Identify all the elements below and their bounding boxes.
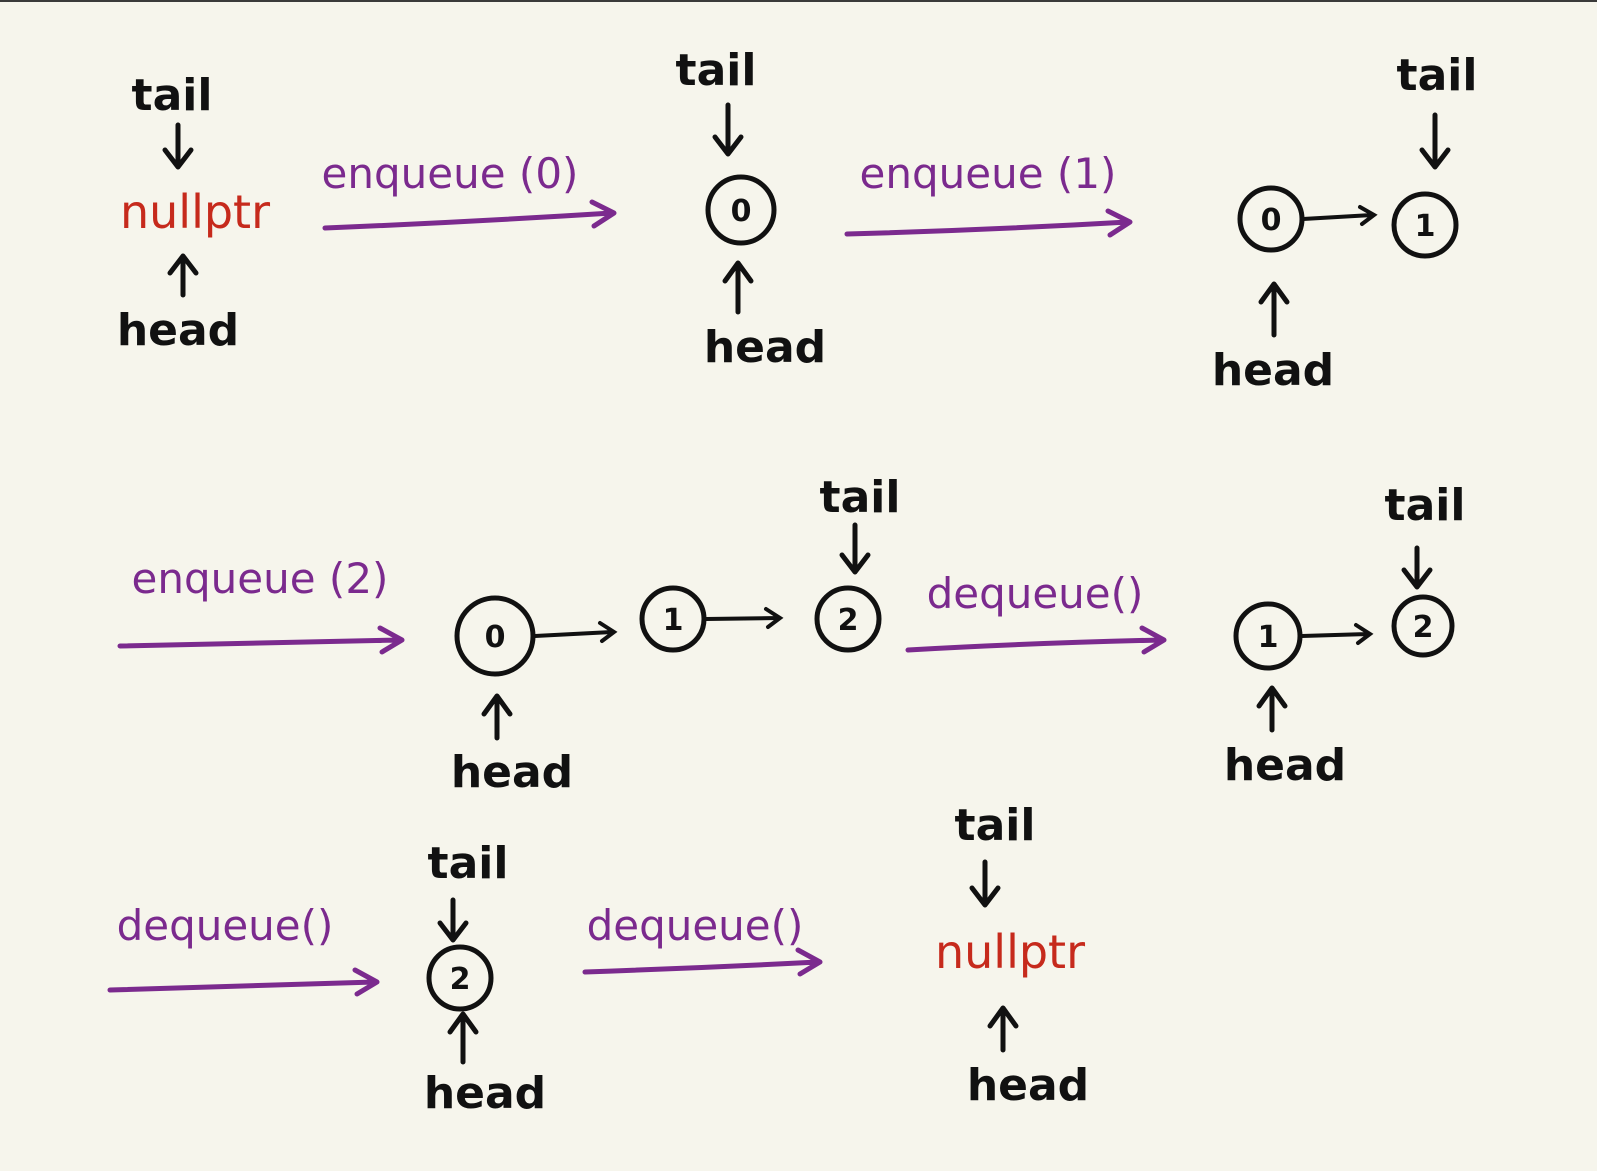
operation-dequeue-b: dequeue() <box>107 901 380 997</box>
operation-arrow <box>117 625 405 655</box>
node-value: 0 <box>485 620 506 655</box>
head-arrow <box>447 1011 479 1065</box>
state-empty-final: tail nullptr head <box>935 800 1089 1111</box>
head-label: head <box>967 1060 1089 1111</box>
state-two-nodes: tail 0 1 head <box>1212 50 1478 396</box>
operation-label: enqueue (2) <box>132 554 389 603</box>
tail-label: tail <box>1397 50 1478 101</box>
operation-arrow <box>322 199 617 231</box>
node: 0 <box>1237 185 1305 253</box>
head-label: head <box>424 1068 546 1119</box>
tail-label: tail <box>820 472 901 523</box>
node-circle <box>426 944 494 1012</box>
node: 0 <box>705 174 777 246</box>
head-label: head <box>451 747 573 798</box>
tail-arrow <box>712 102 744 157</box>
node: 1 <box>1391 191 1459 259</box>
nullptr-label: nullptr <box>935 925 1085 979</box>
tail-label: tail <box>132 70 213 121</box>
tail-label: tail <box>1385 480 1466 531</box>
tail-label: tail <box>955 800 1036 851</box>
next-link <box>1300 623 1374 645</box>
operation-label: enqueue (1) <box>860 149 1117 198</box>
operation-dequeue-a: dequeue() <box>905 569 1167 655</box>
tail-arrow <box>839 522 871 575</box>
tail-arrow <box>969 859 1001 908</box>
node-circle <box>705 174 777 246</box>
state-after-dequeue-b: tail 2 head <box>424 838 546 1119</box>
operation-label: enqueue (0) <box>322 149 579 198</box>
node: 1 <box>639 585 707 653</box>
operation-enqueue-1: enqueue (1) <box>844 149 1133 238</box>
operation-arrow <box>844 208 1133 238</box>
next-link <box>704 607 784 629</box>
node-value: 1 <box>1415 209 1436 244</box>
node-value: 1 <box>1258 620 1279 655</box>
node-value: 0 <box>1261 203 1282 238</box>
state-empty-initial: tail nullptr head <box>117 70 270 356</box>
top-border <box>0 0 1597 2</box>
head-label: head <box>704 322 826 373</box>
head-arrow <box>987 1005 1019 1053</box>
node: 2 <box>1391 594 1455 658</box>
operation-arrow <box>582 947 823 977</box>
node-circle <box>1391 191 1459 259</box>
next-link <box>533 621 618 643</box>
tail-label: tail <box>676 45 757 96</box>
node-value: 2 <box>838 603 859 638</box>
head-label: head <box>117 305 239 356</box>
node-value: 2 <box>450 962 471 997</box>
node-circle <box>1391 594 1455 658</box>
head-label: head <box>1212 345 1334 396</box>
tail-arrow <box>1401 545 1433 590</box>
operation-arrow <box>905 625 1167 655</box>
head-arrow <box>1256 685 1288 733</box>
operation-label: dequeue() <box>587 901 804 950</box>
operation-enqueue-0: enqueue (0) <box>322 149 617 231</box>
node-value: 2 <box>1413 610 1434 645</box>
head-arrow <box>481 693 513 741</box>
node-value: 1 <box>663 603 684 638</box>
operation-label: dequeue() <box>927 569 1144 618</box>
node: 1 <box>1233 601 1303 671</box>
operation-dequeue-c: dequeue() <box>582 901 823 977</box>
node-value: 0 <box>731 194 752 229</box>
operation-arrow <box>107 967 380 997</box>
tail-arrow <box>162 122 194 170</box>
nullptr-label: nullptr <box>120 185 270 239</box>
node-circle <box>814 585 882 653</box>
state-after-dequeue-a: tail 1 2 head <box>1224 480 1466 791</box>
head-arrow <box>167 253 199 298</box>
tail-label: tail <box>428 838 509 889</box>
node: 2 <box>426 944 494 1012</box>
next-link <box>1301 205 1378 226</box>
node: 2 <box>814 585 882 653</box>
tail-arrow <box>437 897 469 943</box>
operation-enqueue-2: enqueue (2) <box>117 554 405 655</box>
operation-label: dequeue() <box>117 901 334 950</box>
node: 0 <box>454 595 536 677</box>
head-arrow <box>722 260 754 315</box>
head-arrow <box>1258 281 1290 338</box>
state-three-nodes: tail 0 1 2 head <box>451 472 901 798</box>
state-one-node: tail 0 head <box>676 45 827 373</box>
tail-arrow <box>1419 112 1451 170</box>
head-label: head <box>1224 740 1346 791</box>
